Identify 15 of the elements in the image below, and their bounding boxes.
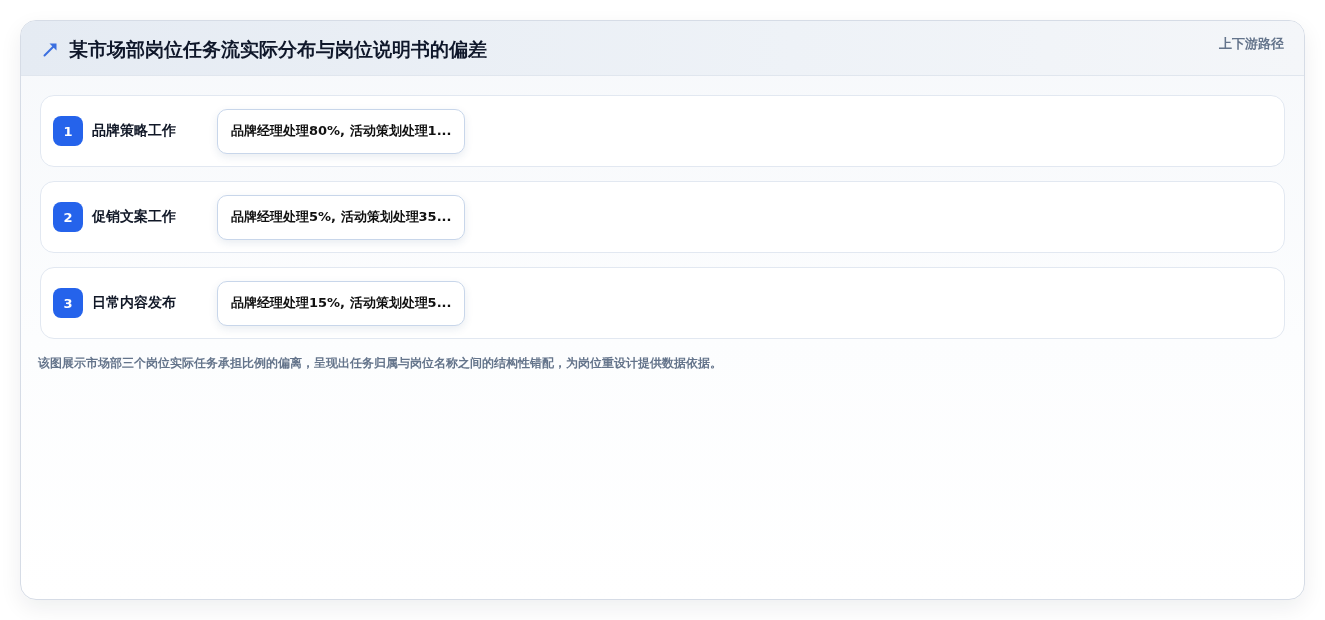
number-badge: 1 xyxy=(53,116,83,146)
value-chip: 品牌经理处理15%, 活动策划处理5... xyxy=(217,280,466,326)
header-note: 上下游路径 xyxy=(1219,35,1284,53)
value-chip: 品牌经理处理80%, 活动策划处理1... xyxy=(217,108,466,154)
row-title: 日常内容发布 xyxy=(92,294,177,312)
number-badge: 2 xyxy=(53,202,83,232)
title: 某市场部岗位任务流实际分布与岗位说明书的偏差 xyxy=(69,37,487,62)
row-title: 促销文案工作 xyxy=(92,208,177,226)
caption: 该图展示市场部三个岗位实际任务承担比例的偏离，呈现出任务归属与岗位名称之间的结构性错配，为岗位重设计提供数据依据。 xyxy=(38,355,722,372)
row-panel xyxy=(40,95,1285,167)
number-badge: 3 xyxy=(53,288,83,318)
row-panel xyxy=(40,267,1285,339)
row-panel xyxy=(40,181,1285,253)
row-title: 品牌策略工作 xyxy=(92,122,177,140)
value-chip: 品牌经理处理5%, 活动策划处理35... xyxy=(217,194,466,240)
